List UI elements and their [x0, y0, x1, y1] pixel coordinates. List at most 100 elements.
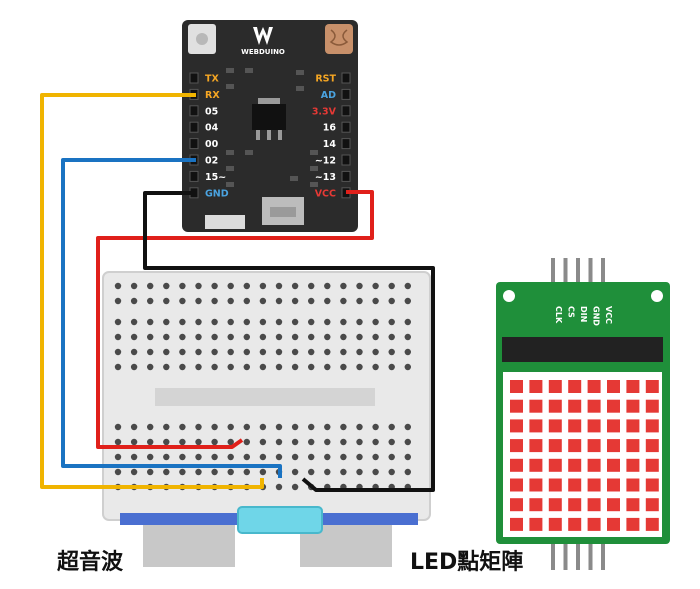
- smd-component: [310, 166, 318, 171]
- breadboard-hole: [227, 297, 234, 305]
- breadboard-hole: [227, 468, 234, 476]
- breadboard-hole: [211, 468, 218, 476]
- breadboard-hole: [291, 438, 299, 446]
- breadboard-hole: [356, 453, 363, 461]
- breadboard-hole: [114, 297, 122, 305]
- breadboard-hole: [195, 438, 202, 446]
- breadboard-hole: [275, 423, 283, 431]
- matrix-pin-label: VCC: [604, 306, 613, 324]
- smd-component: [245, 150, 253, 155]
- yellow-wire: [40, 93, 264, 489]
- led-dot: [587, 478, 601, 492]
- breadboard-hole: [404, 453, 411, 461]
- led-dot: [548, 399, 562, 413]
- led-dot: [626, 458, 640, 472]
- breadboard-hole: [130, 438, 138, 446]
- breadboard-hole: [259, 348, 267, 356]
- breadboard-hole: [340, 363, 347, 371]
- breadboard-hole: [291, 282, 299, 290]
- breadboard-hole: [372, 423, 379, 431]
- board-pin: [341, 138, 351, 150]
- blue-wire: [61, 158, 282, 478]
- breadboard-hole: [324, 297, 331, 305]
- led-dot: [607, 380, 620, 393]
- board-pin-label: 00: [205, 139, 219, 150]
- breadboard-hole: [404, 348, 411, 356]
- breadboard-hole: [275, 297, 283, 305]
- led-dot: [626, 498, 640, 512]
- led-dot: [510, 419, 523, 433]
- breadboard-hole: [340, 348, 347, 356]
- breadboard-hole: [340, 438, 347, 446]
- led-dot: [529, 517, 543, 531]
- led-dot: [548, 380, 562, 393]
- breadboard-hole: [275, 483, 283, 491]
- breadboard-hole: [275, 438, 283, 446]
- breadboard-hole: [291, 363, 299, 371]
- breadboard-hole: [130, 453, 138, 461]
- led-dot: [510, 478, 523, 492]
- smd-component: [226, 68, 234, 73]
- breadboard-hole: [308, 297, 315, 305]
- breadboard-hole: [324, 363, 331, 371]
- led-dot: [529, 458, 543, 472]
- breadboard-hole: [179, 282, 186, 290]
- led-dot: [645, 458, 659, 472]
- breadboard-hole: [372, 363, 379, 371]
- breadboard-hole: [243, 468, 250, 476]
- led-dot: [626, 419, 640, 433]
- breadboard-hole: [179, 423, 186, 431]
- breadboard-hole: [163, 423, 170, 431]
- breadboard-hole: [356, 468, 363, 476]
- led-dot: [645, 399, 659, 413]
- matrix-pin: [551, 258, 555, 284]
- led-dot: [645, 439, 659, 453]
- breadboard-hole: [259, 333, 267, 341]
- led-dot: [607, 439, 620, 453]
- led-dot: [548, 439, 562, 453]
- matrix-pin-label: GND: [592, 306, 601, 326]
- breadboard-hole: [227, 438, 234, 446]
- breadboard-hole: [404, 363, 411, 371]
- breadboard-hole: [308, 453, 315, 461]
- board-pin: [189, 138, 199, 150]
- breadboard-hole: [324, 348, 331, 356]
- board-pin-label: 16: [323, 123, 337, 134]
- breadboard-hole: [195, 318, 202, 326]
- smd-component: [226, 150, 234, 155]
- led-dot: [645, 419, 659, 433]
- breadboard-hole: [243, 348, 250, 356]
- breadboard-hole: [372, 453, 379, 461]
- smd-component: [226, 182, 234, 187]
- led-dot: [548, 419, 562, 433]
- board-pin-label: GND: [205, 188, 229, 199]
- led-dot: [568, 439, 582, 453]
- breadboard-hole: [275, 348, 283, 356]
- breadboard-hole: [195, 333, 202, 341]
- led-dot: [568, 498, 582, 512]
- breadboard-hole: [130, 297, 138, 305]
- board-pin: [341, 170, 351, 182]
- led-dot: [587, 399, 601, 413]
- board-pin: [189, 105, 199, 117]
- breadboard-hole: [211, 438, 218, 446]
- smd-component: [226, 166, 234, 171]
- breadboard-hole: [372, 468, 379, 476]
- board-pin-label: TX: [205, 74, 219, 85]
- breadboard-hole: [340, 282, 347, 290]
- breadboard-hole: [275, 333, 283, 341]
- breadboard-hole: [114, 348, 122, 356]
- led-dot: [510, 380, 523, 393]
- breadboard-hole: [259, 468, 267, 476]
- led-dot: [626, 380, 640, 393]
- board-pin: [189, 72, 199, 84]
- led-dot: [587, 517, 601, 531]
- breadboard-hole: [130, 282, 138, 290]
- led-dot: [568, 517, 582, 531]
- board-pin-label: RX: [205, 90, 220, 101]
- breadboard-hole: [308, 282, 315, 290]
- breadboard-hole: [291, 423, 299, 431]
